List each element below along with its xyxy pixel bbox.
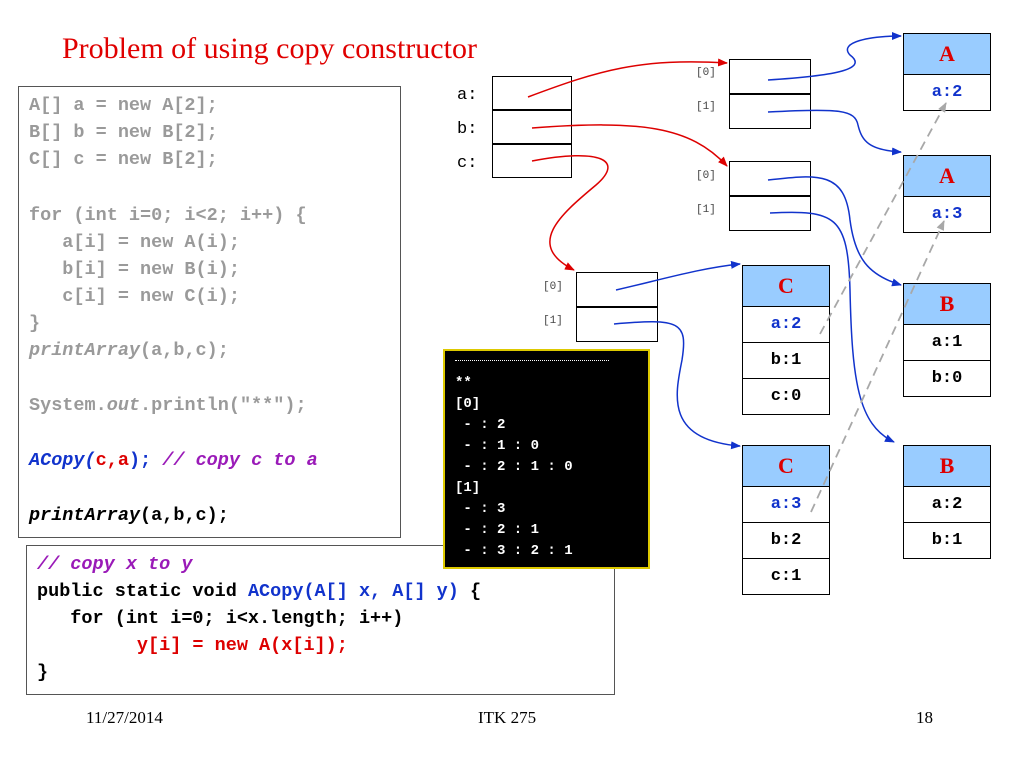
console-line: [0] [455,396,481,412]
code-listing-main: A[] a = new A[2]; B[] b = new B[2]; C[] … [18,86,401,538]
object-field: c:0 [743,378,829,414]
console-line: - : 3 : 2 : 1 [455,543,573,559]
footer-date: 11/27/2014 [86,708,163,727]
console-line: [1] [455,480,481,496]
object-type-label: C [743,446,829,486]
code-line: public static void ACopy(A[] x, A[] y) { [37,581,481,602]
code-line: for (int i=0; i<x.length; i++) [37,608,404,629]
code-text: System. [29,395,107,416]
console-line: - : 1 : 0 [455,438,540,454]
var-label-a: a: [457,86,478,105]
var-label-c: c: [457,154,478,173]
code-line: } [29,313,41,334]
code-line: printArray(a,b,c); [29,505,229,526]
object-type-label: A [904,156,990,196]
index-label: [0] [543,281,563,293]
code-line: printArray(a,b,c); [29,340,229,361]
code-args: (a,b,c); [140,505,229,526]
code-line: C[] c = new B[2]; [29,149,218,170]
object-field: a:2 [743,306,829,342]
object-field: c:1 [743,558,829,594]
object-field: b:0 [904,360,990,396]
object-type-label: B [904,446,990,486]
index-label: [0] [696,170,716,182]
object-a-3: A a:3 [903,155,991,233]
console-output: ** [0] - : 2 - : 1 : 0 - : 2 : 1 : 0 [1]… [443,349,650,569]
object-type-label: A [904,34,990,74]
console-line: ** [455,375,472,391]
code-text: public static void [37,581,248,602]
arrow-a-to-array [527,58,728,98]
slide-title: Problem of using copy constructor [62,32,477,65]
code-comment: // copy x to y [37,554,193,575]
arrow-b1-to-object [769,211,895,443]
code-line: for (int i=0; i<2; i++) { [29,205,307,226]
ref-cell-a [492,76,572,110]
array-b-slot-1 [729,196,811,231]
code-args: (a,b,c); [140,340,229,361]
code-line: y[i] = new A(x[i]); [37,635,348,656]
arrow-c0-to-object [615,260,741,291]
code-line: b[i] = new B(i); [29,259,240,280]
arrow-a1-to-object [767,109,902,156]
code-args: c,a [95,450,129,471]
var-label-b: b: [457,120,478,139]
object-field: a:2 [904,486,990,522]
code-line: B[] b = new B[2]; [29,122,218,143]
console-line: - : 3 [455,501,506,517]
object-b-0: B a:1 b:0 [903,283,991,397]
object-field: a:2 [904,74,990,110]
code-line: a[i] = new A(i); [29,232,240,253]
arrow-c1-to-object [613,321,741,450]
code-fn: printArray [29,505,141,526]
object-c-1: C a:3 b:2 c:1 [742,445,830,595]
code-text: { [458,581,482,602]
code-text: ); [128,450,152,471]
arrow-copy-c1-to-a1 [810,220,945,513]
object-field: a:3 [904,196,990,232]
object-c-0: C a:2 b:1 c:0 [742,265,830,415]
object-field: b:1 [904,522,990,558]
index-label: [1] [543,315,563,327]
code-text: out [106,395,141,416]
code-listing-acopy: // copy x to y public static void ACopy(… [26,545,615,695]
console-line: - : 2 [455,417,506,433]
console-divider [455,360,609,361]
code-fn: printArray [29,340,141,361]
index-label: [1] [696,204,716,216]
arrow-b0-to-object [767,176,902,287]
object-field: b:1 [743,342,829,378]
array-c-slot-1 [576,307,658,342]
arrow-copy-c0-to-a0 [819,102,947,335]
object-b-1: B a:2 b:1 [903,445,991,559]
object-a-2: A a:2 [903,33,991,111]
code-line: A[] a = new A[2]; [29,95,218,116]
code-signature: ACopy(A[] x, A[] y) [247,581,459,602]
code-line: } [37,662,49,683]
index-label: [0] [696,67,716,79]
arrow-a0-to-object [767,32,902,81]
code-text: .println("**"); [140,395,307,416]
code-comment: // copy c to a [151,450,318,471]
array-b-slot-0 [729,161,811,196]
console-line: - : 2 : 1 : 0 [455,459,573,475]
code-fn: ACopy( [29,450,96,471]
index-label: [1] [696,101,716,113]
code-line: c[i] = new C(i); [29,286,240,307]
arrow-c-to-array [531,155,609,271]
console-line: - : 2 : 1 [455,522,540,538]
code-line-acopy-call: ACopy(c,a); // copy c to a [29,450,318,471]
object-type-label: C [743,266,829,306]
footer-course: ITK 275 [478,708,537,727]
page-number: 18 [916,708,933,727]
object-field: b:2 [743,522,829,558]
object-field: a:1 [904,324,990,360]
object-type-label: B [904,284,990,324]
arrow-b-to-array [531,124,728,167]
code-line: System.out.println("**"); [29,395,307,416]
object-field: a:3 [743,486,829,522]
